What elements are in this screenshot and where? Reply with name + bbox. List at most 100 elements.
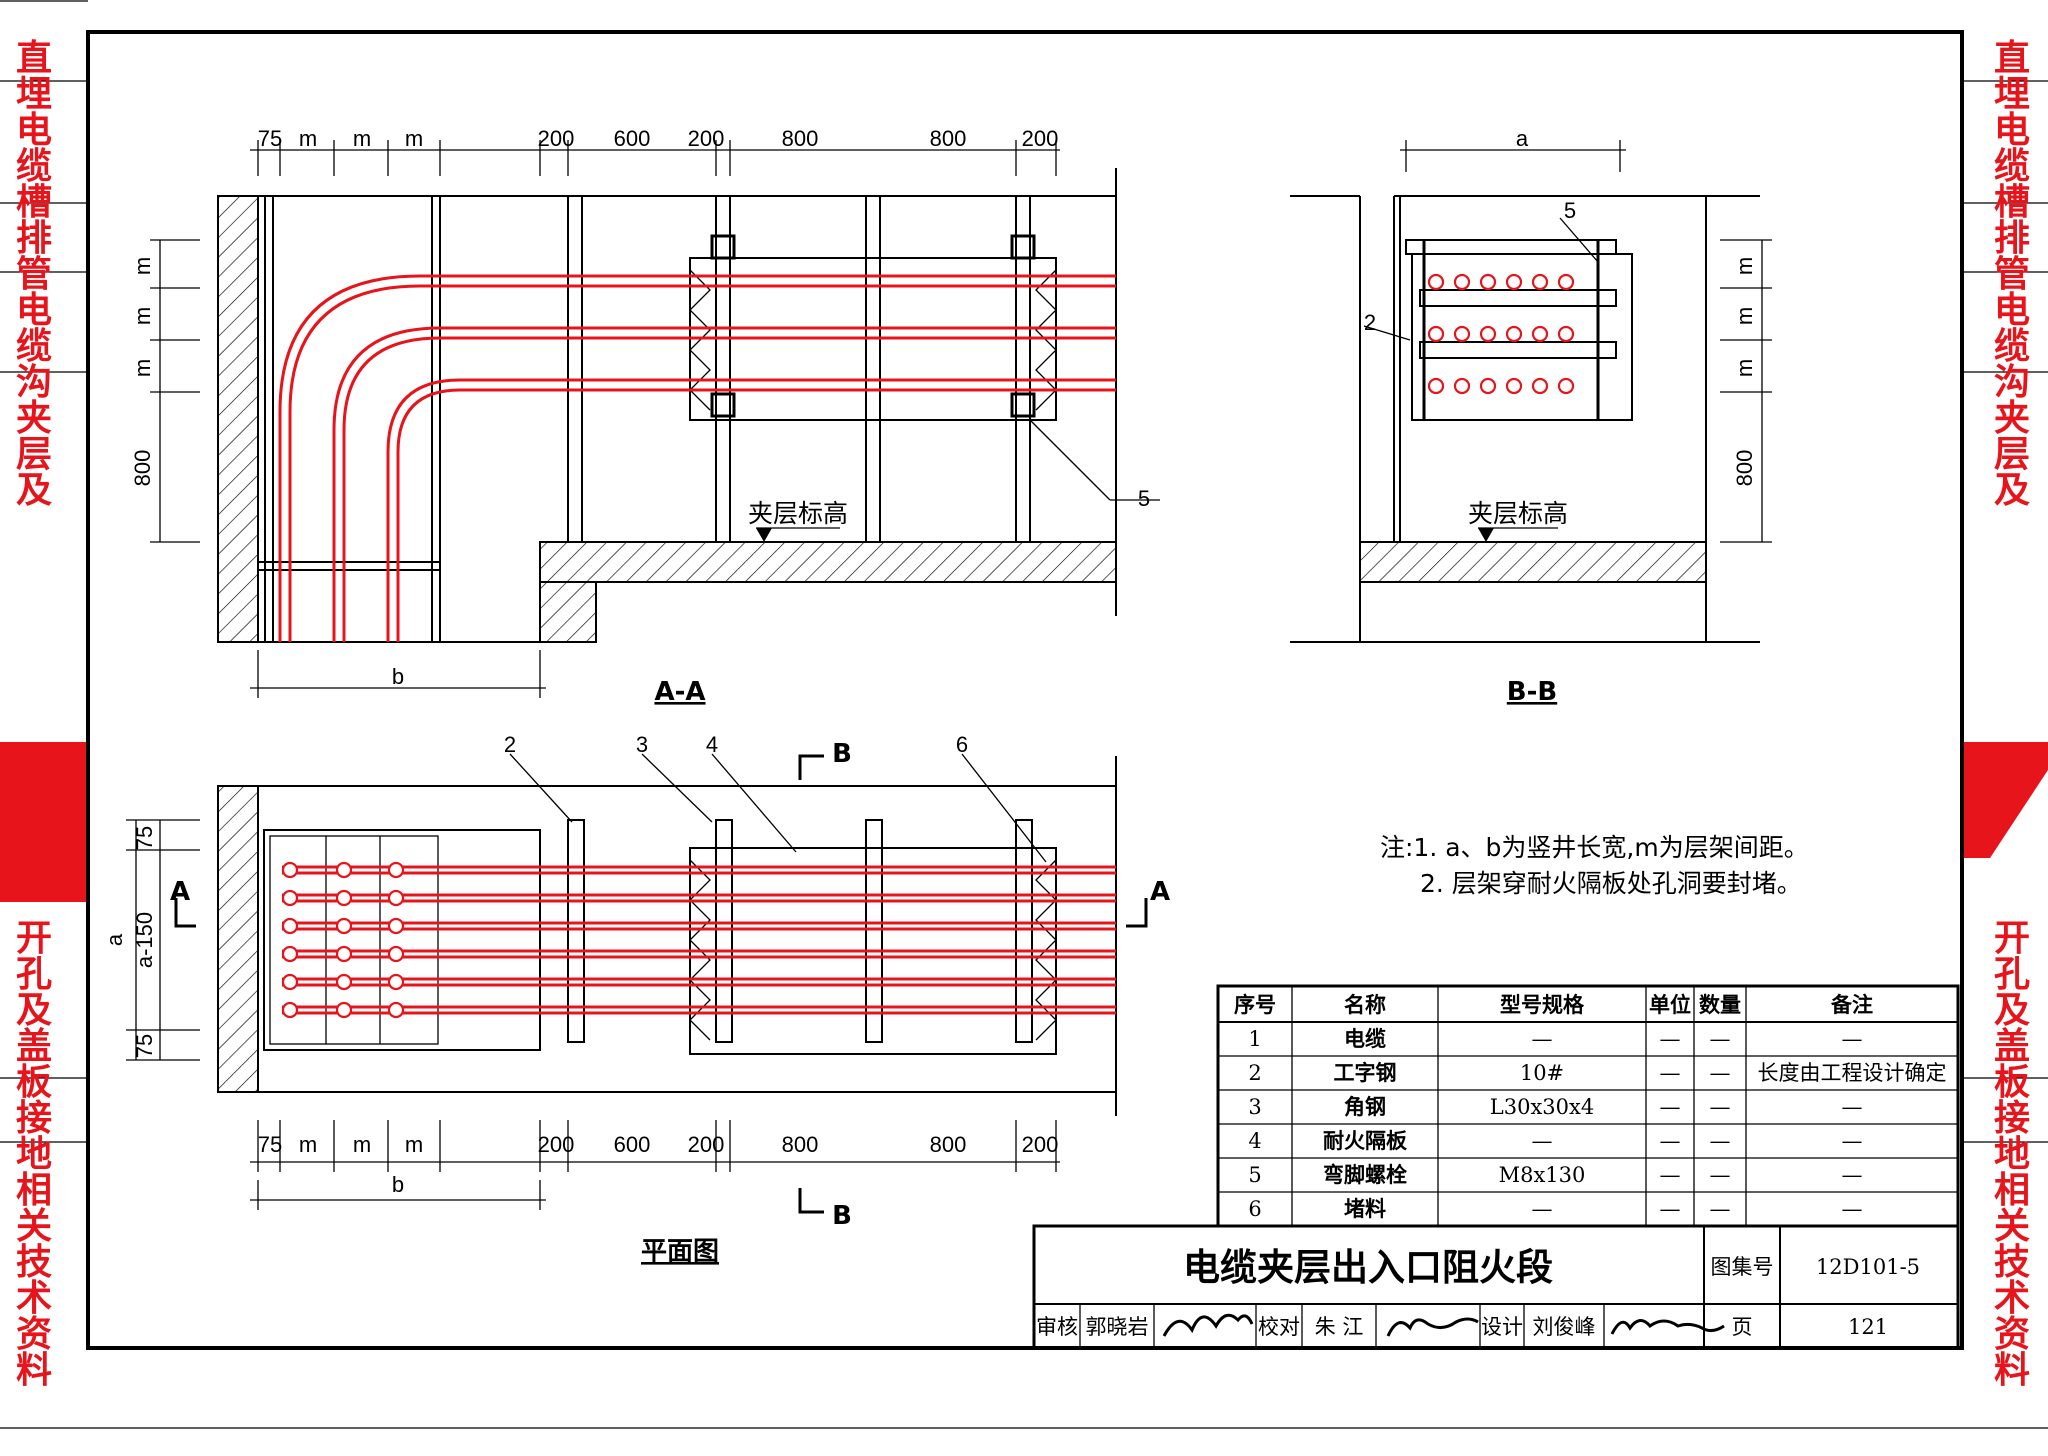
- dim-aa-top-9: 200: [1022, 126, 1059, 151]
- dim-aa-left-0: m: [130, 257, 155, 275]
- side-nav-item[interactable]: 相关技术资料: [1994, 1170, 2030, 1391]
- side-nav-item[interactable]: 夹层及: [1994, 398, 2030, 511]
- floor-slab: [539, 541, 1117, 583]
- side-nav-item[interactable]: 直埋: [16, 38, 52, 115]
- dim-aa-top-1: m: [299, 126, 317, 151]
- cable-circle: [1453, 325, 1471, 343]
- callout-bb-2: 2: [1364, 310, 1376, 335]
- side-nav-item[interactable]: 电缆沟: [1994, 290, 2030, 403]
- drawing-frame: [86, 30, 1964, 1350]
- table-header: 单位: [1649, 993, 1691, 1017]
- title-block: [1032, 1224, 1960, 1350]
- plan-view: [126, 753, 1148, 1214]
- cable-circle: [1453, 377, 1471, 395]
- designer-name: 刘俊峰: [1533, 1315, 1596, 1339]
- section-bb-view: [1290, 140, 1772, 643]
- side-nav-item[interactable]: 接地: [1994, 1098, 2030, 1175]
- cable-bundle-aa: [278, 274, 1116, 642]
- cable-circle: [1427, 325, 1445, 343]
- table-cell: —: [1842, 1129, 1863, 1153]
- table-cell: —: [1532, 1129, 1553, 1153]
- side-nav-text: 直埋电缆槽排管电缆沟夹层及开孔及盖板接地相关技术资料直埋电缆槽排管电缆沟夹层及开…: [16, 38, 2030, 1391]
- table-cell: —: [1842, 1163, 1863, 1187]
- dim-plan-bottom-2: m: [353, 1132, 371, 1157]
- side-nav-item[interactable]: 电缆槽排管: [16, 110, 52, 295]
- callout-aa-5: 5: [1138, 486, 1150, 511]
- dim-plan-left-3: 75: [132, 1034, 157, 1058]
- cable-circle: [1505, 325, 1523, 343]
- caption-bb: B-B: [1507, 677, 1557, 707]
- callout-plan-3: 3: [636, 732, 648, 757]
- dim-aa-left-2: m: [130, 359, 155, 377]
- side-nav-item[interactable]: 相关技术资料: [16, 1170, 52, 1391]
- cable-end: [281, 973, 299, 991]
- side-nav-item[interactable]: 直埋: [1994, 38, 2030, 115]
- side-nav-item[interactable]: 开孔及盖板: [16, 918, 52, 1103]
- table-cell: L30x30x4: [1490, 1095, 1594, 1119]
- drawing-title: 电缆夹层出入口阻火段: [1183, 1246, 1553, 1289]
- cable-circle: [1531, 325, 1549, 343]
- signature-reviewer: [1162, 1313, 1254, 1337]
- section-mark-a-right: A: [1150, 877, 1170, 907]
- cable-end: [281, 917, 299, 935]
- table-cell: —: [1660, 1163, 1681, 1187]
- cable-end: [281, 945, 299, 963]
- cable-end: [387, 945, 405, 963]
- table-cell: —: [1710, 1163, 1731, 1187]
- side-nav-item[interactable]: 夹层及: [16, 398, 52, 511]
- table-header: 备注: [1830, 993, 1873, 1017]
- side-nav-item[interactable]: 接地: [16, 1098, 52, 1175]
- table-cell: 1: [1248, 1027, 1261, 1051]
- active-tab-marker-right: [1962, 742, 2048, 858]
- dim-plan-bottom-3: m: [405, 1132, 423, 1157]
- table-cell: 2: [1248, 1061, 1261, 1085]
- shaft-wall: [217, 195, 259, 643]
- table-cell: —: [1710, 1095, 1731, 1119]
- table-cell: —: [1710, 1197, 1731, 1221]
- dim-aa-top-7: 800: [782, 126, 819, 151]
- table-header: 型号规格: [1500, 993, 1585, 1017]
- dim-plan-left-2: a-150: [132, 912, 157, 968]
- side-nav-item[interactable]: 开孔及盖板: [1994, 918, 2030, 1103]
- cable-end: [281, 1001, 299, 1019]
- cable-circle: [1531, 377, 1549, 395]
- signature-checker: [1386, 1317, 1479, 1337]
- page-number: 121: [1848, 1315, 1888, 1339]
- channel-columns: [567, 195, 1031, 543]
- table-cell: 3: [1248, 1095, 1261, 1119]
- table-cell: —: [1660, 1027, 1681, 1051]
- label-elevation-bb: 夹层标高: [1468, 499, 1568, 528]
- table-cell: —: [1660, 1129, 1681, 1153]
- dim-plan-bottom-6: 200: [688, 1132, 725, 1157]
- checker-name: 朱 江: [1315, 1315, 1364, 1339]
- cable-circle: [1427, 273, 1445, 291]
- dim-bb-right-3: 800: [1732, 450, 1757, 487]
- dim-aa-top-4: 200: [538, 126, 575, 151]
- cable-end: [335, 889, 353, 907]
- callout-bb-5: 5: [1564, 198, 1576, 223]
- cable-circle: [1557, 325, 1575, 343]
- table-header: 数量: [1699, 993, 1741, 1017]
- table-cell: —: [1842, 1095, 1863, 1119]
- dim-plan-bottom-7: 800: [782, 1132, 819, 1157]
- cable-end: [281, 861, 299, 879]
- dim-aa-top-3: m: [405, 126, 423, 151]
- table-cell: 堵料: [1344, 1197, 1386, 1221]
- note-line-2: 2. 层架穿耐火隔板处孔洞要封堵。: [1420, 869, 1802, 898]
- side-nav-left: [0, 0, 88, 1143]
- table-cell: 5: [1248, 1163, 1261, 1187]
- table-cell: —: [1660, 1061, 1681, 1085]
- cable-end: [335, 945, 353, 963]
- review-label: 审核: [1036, 1315, 1078, 1339]
- slab-beam: [539, 581, 597, 643]
- dim-aa-left-1: m: [130, 307, 155, 325]
- cable-bundle-plan: [281, 861, 1116, 1019]
- section-mark-b-top: B: [832, 739, 852, 769]
- side-nav-item[interactable]: 电缆槽排管: [1994, 110, 2030, 295]
- cable-circle: [1505, 273, 1523, 291]
- side-nav-item[interactable]: 电缆沟: [16, 290, 52, 403]
- dim-plan-bottom-9: 200: [1022, 1132, 1059, 1157]
- dim-bb-right-2: m: [1732, 359, 1757, 377]
- cable-circle: [1427, 377, 1445, 395]
- floor-slab-bb: [1359, 541, 1707, 583]
